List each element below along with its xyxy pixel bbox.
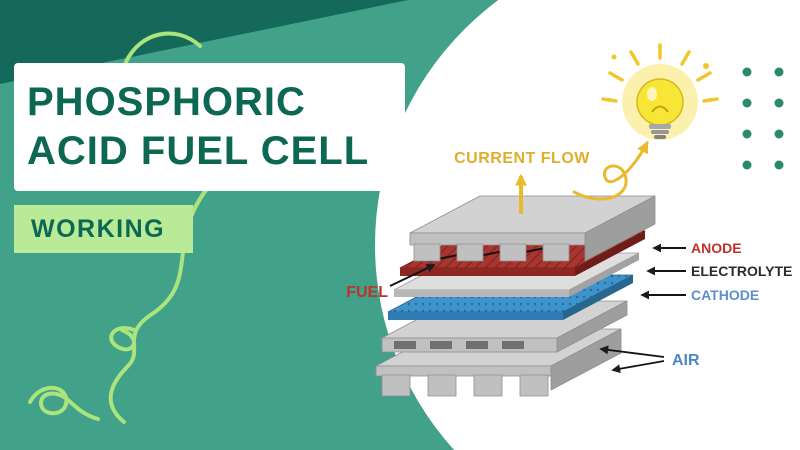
curly-arrow <box>572 140 649 201</box>
working-badge-label: WORKING <box>31 214 166 243</box>
bottom-plate-teeth <box>381 374 549 397</box>
air-channel-openings <box>394 341 524 349</box>
fuel-arrow <box>389 264 436 287</box>
fuel-cell-stack <box>375 195 656 397</box>
electrolyte-label: ELECTROLYTE <box>691 263 792 279</box>
current-flow-label: CURRENT FLOW <box>454 150 590 167</box>
squiggle-top <box>124 31 202 64</box>
dots-pattern <box>742 67 784 170</box>
air-pointer-arrow-1 <box>599 345 665 358</box>
title-card: PHOSPHORIC ACID FUEL CELL <box>14 63 405 191</box>
anode-label: ANODE <box>691 240 742 256</box>
working-badge: WORKING <box>14 205 194 253</box>
title-line-1: PHOSPHORIC <box>27 80 306 125</box>
top-plate-teeth <box>413 243 570 262</box>
squiggle-bottom <box>28 385 100 421</box>
top-bipolar-plate <box>409 195 656 262</box>
fuel-label: FUEL <box>346 284 388 301</box>
bulb-rays <box>601 43 719 103</box>
air-label: AIR <box>672 352 700 369</box>
squiggle-loop <box>109 326 136 352</box>
title-line-2: ACID FUEL CELL <box>27 129 370 173</box>
light-bulb-icon <box>601 43 719 140</box>
air-pointer-arrow-2 <box>611 360 665 374</box>
cathode-label: CATHODE <box>691 287 759 303</box>
